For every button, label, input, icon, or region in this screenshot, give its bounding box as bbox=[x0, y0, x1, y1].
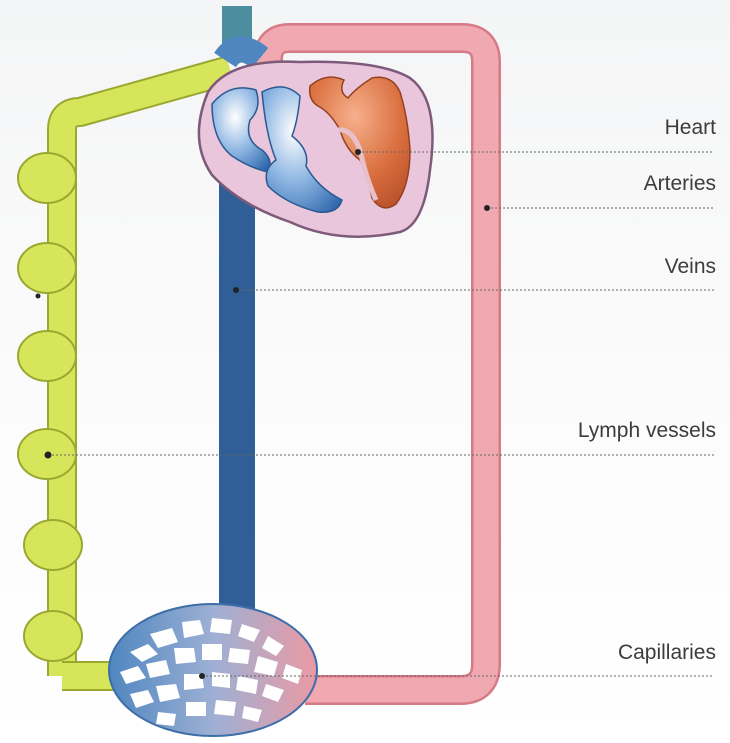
leader-dots bbox=[36, 149, 491, 679]
leader-dot-lymph-node bbox=[36, 294, 41, 299]
leader-dot-heart bbox=[355, 149, 361, 155]
leader-dot-arteries bbox=[484, 205, 490, 211]
label-lymph-vessels: Lymph vessels bbox=[578, 419, 716, 443]
lymph-node bbox=[18, 153, 76, 203]
leader-dot-lymph bbox=[45, 452, 52, 459]
label-heart: Heart bbox=[665, 116, 716, 140]
label-capillaries: Capillaries bbox=[618, 641, 716, 665]
capillary-bed bbox=[109, 604, 317, 736]
label-veins: Veins bbox=[665, 255, 716, 279]
label-arteries: Arteries bbox=[644, 172, 716, 196]
lymph-node bbox=[24, 520, 82, 570]
lymph-node bbox=[18, 331, 76, 381]
lymph-node bbox=[18, 243, 76, 293]
leader-dot-veins bbox=[233, 287, 239, 293]
lymph-node bbox=[24, 611, 82, 661]
leader-dot-capillaries bbox=[199, 673, 205, 679]
lymph-vessel bbox=[18, 70, 230, 676]
